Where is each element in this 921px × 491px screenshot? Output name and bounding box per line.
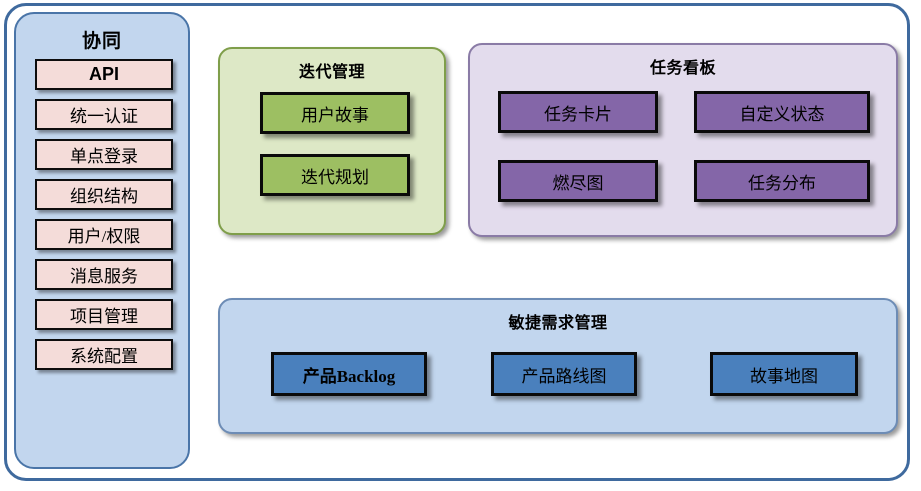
sidebar-title: 协同: [81, 31, 122, 52]
node-story-map[interactable]: 故事地图: [710, 352, 858, 396]
sidebar-item-message-service[interactable]: 消息服务: [35, 259, 173, 290]
sidebar-item-system-config[interactable]: 系统配置: [35, 339, 173, 370]
panel-task-board-title: 任务看板: [649, 60, 716, 77]
sidebar-item-list: API 统一认证 单点登录 组织结构 用户/权限 消息服务 项目管理 系统配置: [35, 59, 173, 379]
sidebar-item-org-structure[interactable]: 组织结构: [35, 179, 173, 210]
node-product-backlog[interactable]: 产品Backlog: [271, 352, 427, 396]
sidebar-item-unified-auth[interactable]: 统一认证: [35, 99, 173, 130]
node-task-card[interactable]: 任务卡片: [498, 91, 658, 133]
node-product-roadmap[interactable]: 产品路线图: [491, 352, 637, 396]
panel-task-board: 任务看板 任务卡片 自定义状态 燃尽图 任务分布: [468, 43, 898, 237]
node-burndown-chart[interactable]: 燃尽图: [498, 160, 658, 202]
node-task-distribution[interactable]: 任务分布: [694, 160, 870, 202]
sidebar-panel-collaboration: 协同 API 统一认证 单点登录 组织结构 用户/权限 消息服务 项目管理 系统…: [14, 12, 190, 469]
node-user-story[interactable]: 用户故事: [260, 92, 410, 134]
panel-agile-requirements: 敏捷需求管理 产品Backlog 产品路线图 故事地图: [218, 298, 898, 434]
sidebar-item-single-sign-on[interactable]: 单点登录: [35, 139, 173, 170]
node-custom-status[interactable]: 自定义状态: [694, 91, 870, 133]
node-iteration-planning[interactable]: 迭代规划: [260, 154, 410, 196]
panel-iteration-management: 迭代管理 用户故事 迭代规划: [218, 47, 446, 235]
sidebar-item-user-permission[interactable]: 用户/权限: [35, 219, 173, 250]
sidebar-item-project-management[interactable]: 项目管理: [35, 299, 173, 330]
sidebar-item-api[interactable]: API: [35, 59, 173, 90]
panel-iteration-title: 迭代管理: [298, 64, 365, 81]
panel-agile-title: 敏捷需求管理: [508, 315, 608, 332]
